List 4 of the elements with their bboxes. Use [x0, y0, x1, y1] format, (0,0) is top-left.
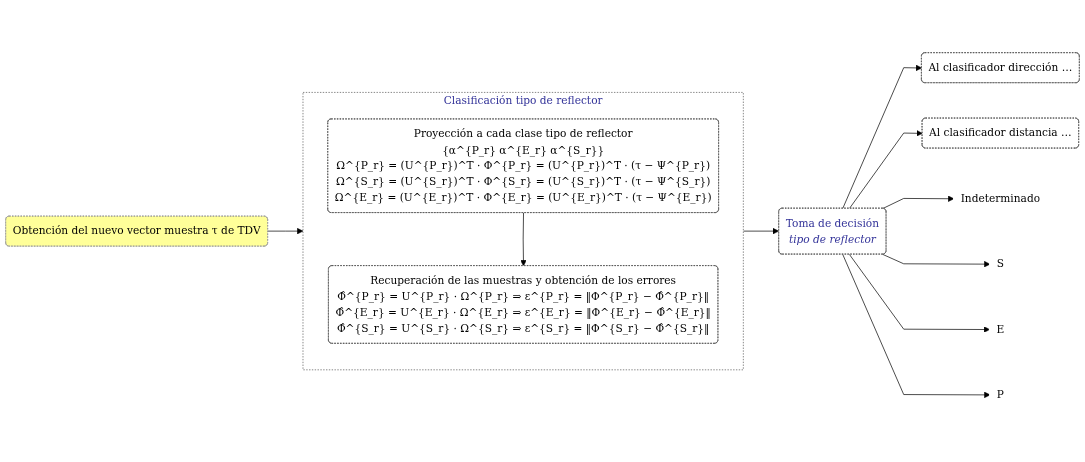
node-text: P: [996, 387, 1004, 401]
node-text: Indeterminado: [960, 191, 1041, 205]
node-text: S: [996, 257, 1004, 270]
node-text: E: [996, 322, 1005, 336]
